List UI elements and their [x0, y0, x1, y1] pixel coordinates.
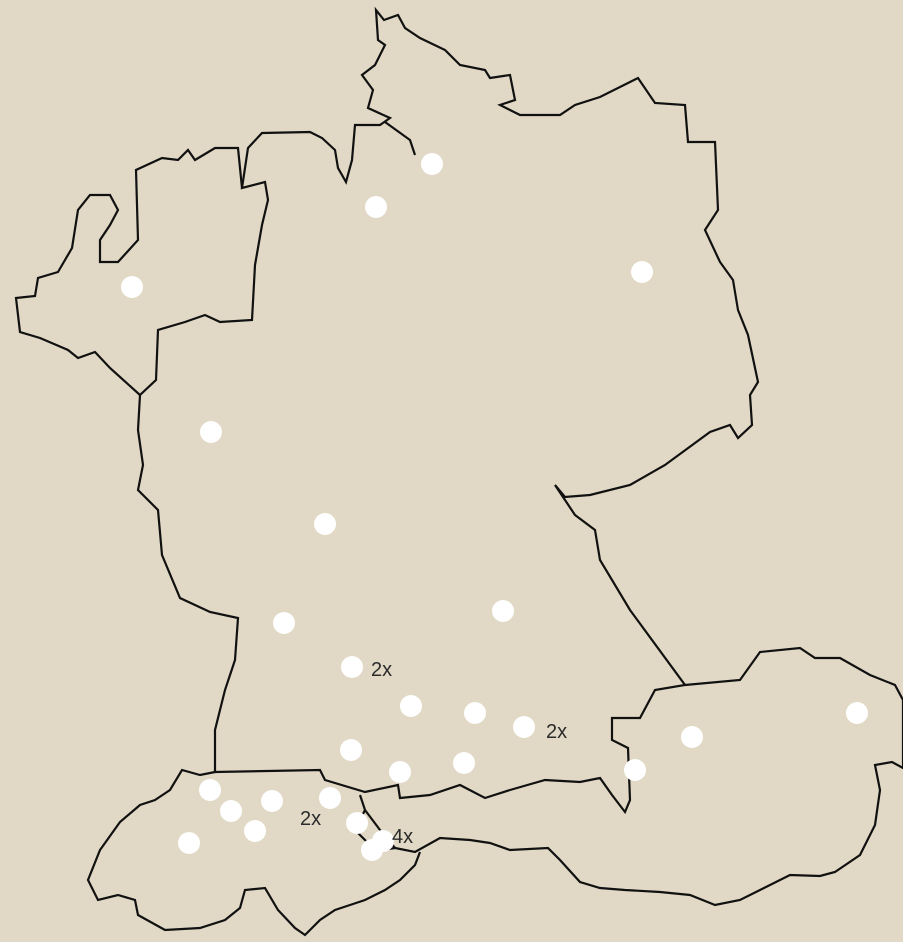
location-marker	[319, 787, 341, 809]
location-marker	[631, 261, 653, 283]
location-marker	[464, 702, 486, 724]
count-label: 4x	[392, 826, 413, 848]
location-marker	[261, 790, 283, 812]
count-label: 2x	[371, 659, 392, 681]
location-marker	[200, 421, 222, 443]
germany-border	[136, 6, 760, 815]
count-label: 2x	[300, 808, 321, 830]
location-marker	[492, 600, 514, 622]
location-marker	[453, 752, 475, 774]
location-marker	[340, 739, 362, 761]
location-marker	[244, 820, 266, 842]
location-marker	[513, 716, 535, 738]
benelux-border	[14, 146, 244, 396]
location-marker	[121, 276, 143, 298]
switzerland-border	[86, 768, 422, 937]
location-marker	[314, 513, 336, 535]
count-label: 2x	[546, 721, 567, 743]
location-marker	[681, 726, 703, 748]
location-marker	[624, 759, 646, 781]
location-marker	[346, 812, 368, 834]
location-marker	[178, 832, 200, 854]
location-markers	[121, 153, 868, 861]
location-marker	[199, 779, 221, 801]
location-marker	[365, 196, 387, 218]
location-marker	[361, 839, 383, 861]
location-marker	[421, 153, 443, 175]
location-marker	[341, 656, 363, 678]
location-marker	[273, 612, 295, 634]
count-labels: 2x 2x 2x 4x	[300, 659, 567, 848]
location-marker	[846, 702, 868, 724]
austria-border	[358, 646, 903, 907]
location-marker	[220, 800, 242, 822]
location-marker	[400, 695, 422, 717]
location-marker	[389, 761, 411, 783]
coast-notch	[384, 121, 417, 156]
